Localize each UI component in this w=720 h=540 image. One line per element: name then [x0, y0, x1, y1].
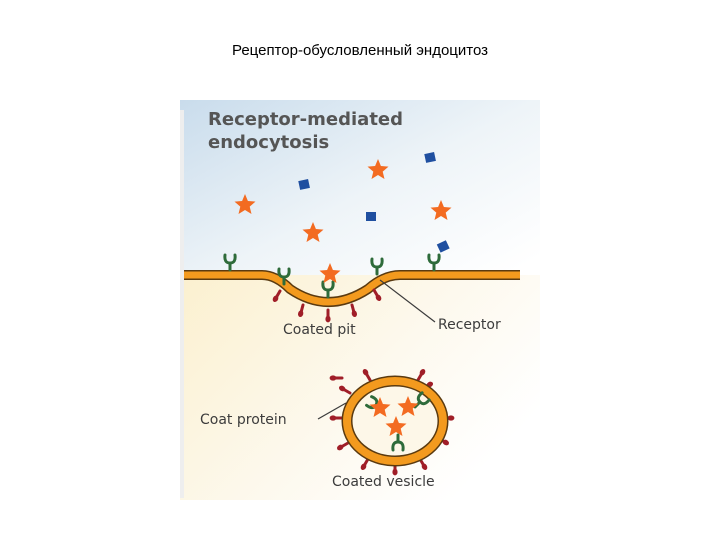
- endocytosis-figure: Receptor-mediated endocytosis Coated pit: [180, 100, 540, 500]
- receptor-label: Receptor: [438, 317, 501, 333]
- blue-molecule: [298, 179, 310, 190]
- coat-protein-label: Coat protein: [200, 412, 287, 428]
- coat-protein-leader-line: [317, 402, 347, 420]
- extracellular-background: [180, 100, 540, 275]
- blue-molecule: [366, 212, 376, 221]
- blue-molecule: [436, 240, 450, 253]
- figure-title-line2: endocytosis: [208, 132, 329, 153]
- blue-molecule: [424, 152, 436, 163]
- coated-vesicle-label: Coated vesicle: [332, 474, 435, 490]
- coated-vesicle: [328, 366, 456, 477]
- plasma-membrane: [184, 270, 520, 307]
- figure-title-line1: Receptor-mediated: [208, 109, 403, 130]
- other-molecules: [298, 152, 450, 253]
- figure-edge: [180, 110, 184, 498]
- receptor-leader-line: [379, 279, 436, 323]
- coated-pit-label: Coated pit: [283, 322, 356, 338]
- slide-title: Рецептор-обусловленный эндоцитоз: [231, 42, 489, 59]
